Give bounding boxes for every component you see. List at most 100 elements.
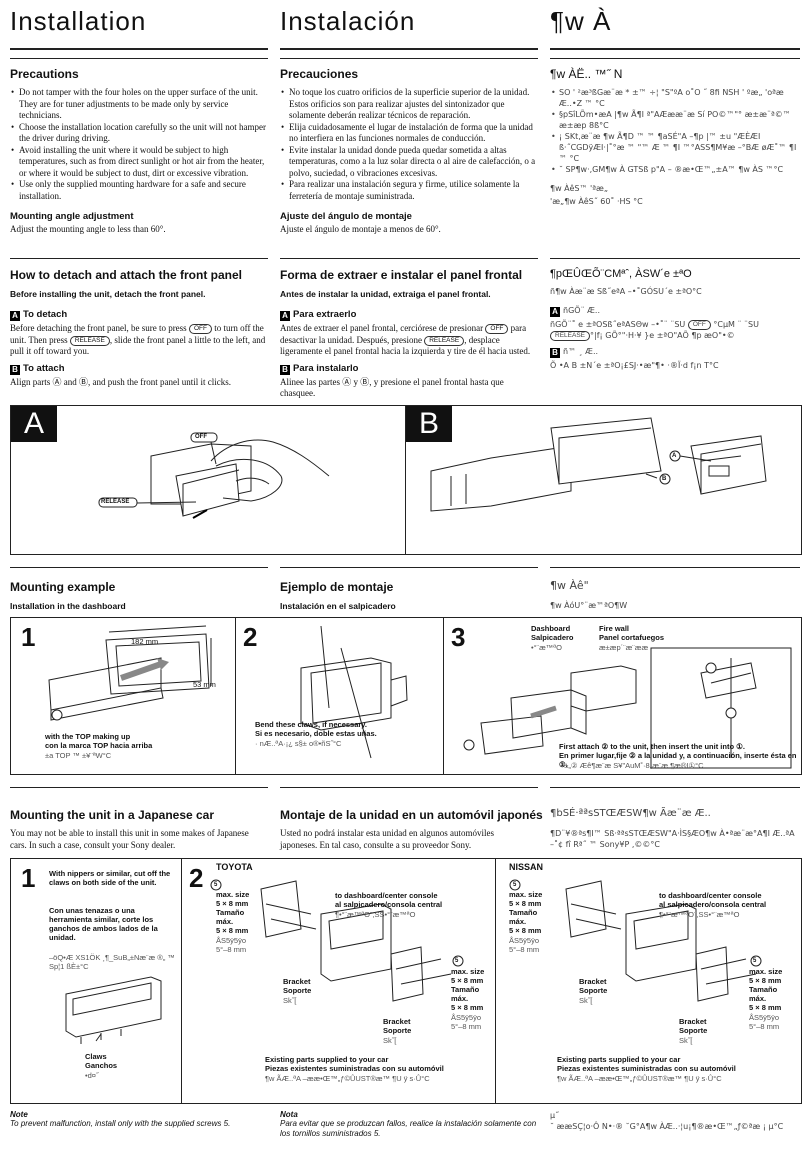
top-label-es: con la marca TOP hacia arriba xyxy=(45,741,153,750)
detach-text: ñGÕ¨˚ e ±ªOSß˝eªASΘw –•˚¨ ¨SU OFF °CµM ¨… xyxy=(550,320,759,341)
console-zh: ¶•°¨æ™ªO¨,SS•°¨æ™ªO xyxy=(659,910,740,919)
japanese-car-title: Montaje de la unidad en un automóvil jap… xyxy=(280,808,543,822)
bracket-zh: Sk˝[ xyxy=(579,996,593,1005)
bracket-en: Bracket xyxy=(283,977,311,986)
detach-text: Antes de extraer el panel frontal, cerci… xyxy=(280,323,531,356)
list-item: ¡ SKt,æ¨æ ¶w Ã¶D ™ ™ ¶aSÉ"A –¶p |™ ±u "Æ… xyxy=(551,131,800,164)
bracket-es: Soporte xyxy=(383,1026,412,1035)
screw-num: 5 xyxy=(373,1129,379,1138)
note-text: Para evitar que se produzcan fallos, rea… xyxy=(280,1119,537,1138)
max-size-zh: ÅS5ÿ5ÿo xyxy=(749,1013,780,1022)
detach-text: Before detaching the front panel, be sur… xyxy=(10,323,266,356)
nippers-text-zh: –öQ•Æ XS1ÖK ¸¶_SuB„±Næ¨æ ®„ ™ Sp¦1 ßÈ±°C xyxy=(49,953,175,971)
list-item: Para realizar una instalación segura y f… xyxy=(281,179,538,202)
max-size-val: 5 × 8 mm xyxy=(451,976,484,985)
mounting-example-title: ¶w Àê" xyxy=(550,579,589,592)
mark-a-badge: A xyxy=(280,311,290,321)
off-button-icon: OFF xyxy=(687,320,711,330)
bracket-es: Soporte xyxy=(579,986,608,995)
max-size-val: 5 × 8 mm xyxy=(749,1003,782,1012)
max-size-en: max. size xyxy=(509,890,543,899)
max-size-en: max. size xyxy=(749,967,783,976)
off-button-icon: OFF xyxy=(485,324,509,334)
precautions-title: Precautions xyxy=(10,67,79,81)
front-panel-en: How to detach and attach the front panel… xyxy=(10,258,268,388)
mark-a-badge: A xyxy=(10,311,20,321)
precautions-list: Do not tamper with the four holes on the… xyxy=(10,87,268,202)
step-number: 2 xyxy=(189,863,204,893)
list-item: Do not tamper with the four holes on the… xyxy=(11,87,268,122)
nippers-text-en: With nippers or similar, cut off the cla… xyxy=(49,869,171,887)
page-title-en: Installation xyxy=(10,6,147,36)
mounting-angle-title: Ajuste del ángulo de montaje xyxy=(280,211,412,222)
max-size-en: max. size xyxy=(216,890,250,899)
precautions-title: Precauciones xyxy=(280,67,359,81)
off-label-box xyxy=(190,432,218,443)
note-en: Note To prevent malfunction, install onl… xyxy=(10,1110,268,1129)
parts-es: Piezas existentes suministradas con su a… xyxy=(265,1064,444,1073)
dashboard-label-en: Dashboard xyxy=(531,624,571,633)
top-label-en: with the TOP making up xyxy=(45,732,131,741)
parts-es: Piezas existentes suministradas con su a… xyxy=(557,1064,736,1073)
front-panel-zh: ¶pŒÛŒÕ¨CMªˆ, ÀSW´e ±ªO ñ¶w Àæ¨æ Sß˝eªA –… xyxy=(550,258,800,371)
note-heading: Nota xyxy=(280,1110,298,1119)
front-panel-intro: ñ¶w Àæ¨æ Sß˝eªA –•˚GÓSU´e ±ªO°C xyxy=(550,287,702,296)
japanese-car-text: You may not be able to install this unit… xyxy=(10,828,249,850)
precautions-es: Precauciones No toque los cuatro orifici… xyxy=(280,58,538,236)
mounting-angle-title: Mounting angle adjustment xyxy=(10,211,134,222)
japanese-car-text: Usted no podrá instalar esta unidad en a… xyxy=(280,828,494,850)
mark-a-badge: A xyxy=(550,307,560,317)
max-size-zh: ÅS5ÿ5ÿo xyxy=(451,1013,482,1022)
note-heading: Note xyxy=(10,1110,28,1119)
front-panel-title: Forma de extraer e instalar el panel fro… xyxy=(280,268,523,282)
japanese-car-title: Mounting the unit in a Japanese car xyxy=(10,808,215,822)
screw-num: 5 xyxy=(513,882,517,888)
japanese-car-title: ¶bSÉ·ªªsSTŒÆSW¶w Ãæ¨æ Æ.. xyxy=(550,808,711,819)
mounting-angle-text: Adjust the mounting angle to less than 6… xyxy=(10,224,166,234)
console-es: al salpicadero/consola central xyxy=(335,900,443,909)
note-text: To prevent malfunction, install only wit… xyxy=(10,1119,231,1128)
mounting-example-sub: Instalación en el salpicadero xyxy=(280,601,396,611)
mounting-drawing xyxy=(48,625,792,769)
mounting-example-sub: Installation in the dashboard xyxy=(10,601,126,611)
screw-num: 5 xyxy=(455,958,459,964)
precautions-list: SO ' ²æ³ßGæ¨æ * ±™ ÷¦ "S"ºA o˚O ˝ 8fi NS… xyxy=(550,87,800,175)
max-size-val: 5 × 8 mm xyxy=(216,899,249,908)
max-size-es: Tamaño xyxy=(509,908,538,917)
precautions-title: ¶w ÀË.. ™˝ N xyxy=(550,67,623,81)
step3-text-es: En primer lugar,fije ② a la unidad y, a … xyxy=(559,751,797,769)
step-number: 2 xyxy=(243,622,258,652)
parts-en: Existing parts supplied to your car xyxy=(557,1055,681,1064)
max-size-es: Tamaño xyxy=(749,985,778,994)
note-es: Nota Para evitar que se produzcan fallos… xyxy=(280,1110,538,1139)
dim-height: 53 mm xyxy=(193,680,216,689)
precautions-en: Precautions Do not tamper with the four … xyxy=(10,58,268,236)
off-button-icon: OFF xyxy=(188,324,212,334)
note-zh: µ˝ ˘ ææSÇ¦o·Ô N•·® ˘G°A¶w ÀÆ..·¦u¡¶®æ•Œ™… xyxy=(550,1110,800,1132)
front-panel-title: ¶pŒÛŒÕ¨CMªˆ, ÀSW´e ±ªO xyxy=(550,268,692,280)
claws-label-zh: · nÆ..ªA·¡¿ s§± o®•ñS˝°C xyxy=(255,739,342,748)
figure-letter-a: A xyxy=(11,406,57,442)
max-size-val: 5 × 8 mm xyxy=(451,1003,484,1012)
nissan-label: NISSAN xyxy=(509,862,544,872)
precautions-zh: ¶w ÀË.. ™˝ N SO ' ²æ³ßGæ¨æ * ±™ ÷¦ "S"ºA… xyxy=(550,58,800,207)
max-size-val: 5 × 8 mm xyxy=(509,899,542,908)
console-en: to dashboard/center console xyxy=(335,891,438,900)
screw-num: 5 xyxy=(753,958,757,964)
front-panel-title: How to detach and attach the front panel xyxy=(10,268,243,282)
firewall-label-en: Fire wall xyxy=(599,624,630,633)
release-label: RELEASE xyxy=(101,499,130,505)
list-item: Elija cuidadosamente el lugar de instala… xyxy=(281,122,538,145)
firewall-label-es: Panel cortafuegos xyxy=(599,633,665,642)
mounting-example-title: Ejemplo de montaje xyxy=(280,580,394,594)
header-rule xyxy=(280,48,538,50)
attach-text: Alinee las partes Ⓐ y Ⓑ, y presione el p… xyxy=(280,376,504,399)
bracket-zh: Sk˝[ xyxy=(383,1036,397,1045)
header-rule xyxy=(10,48,268,50)
